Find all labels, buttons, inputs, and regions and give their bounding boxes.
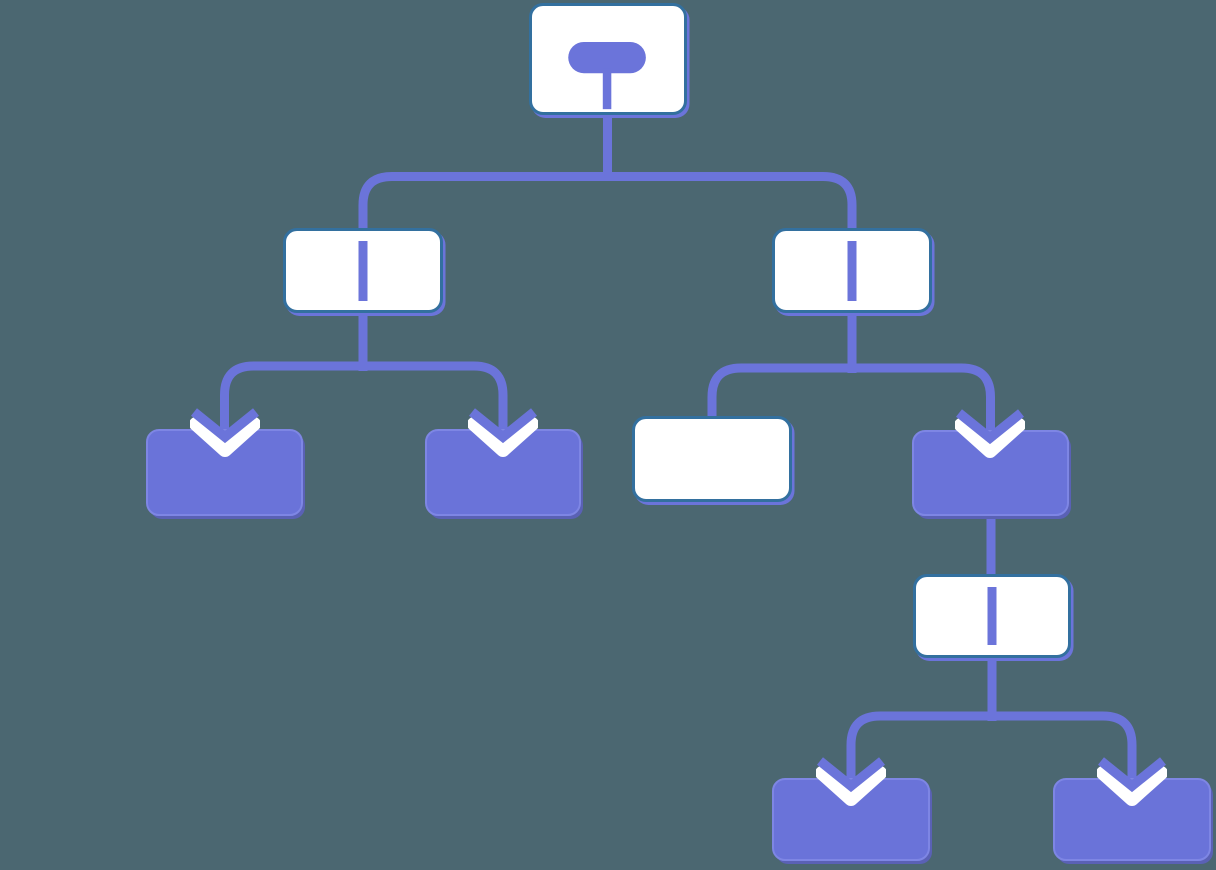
- double-chevron-down-icon: [468, 408, 538, 457]
- node-plain: [632, 416, 792, 502]
- text-line-placeholder: [987, 587, 997, 645]
- text-line-placeholder: [358, 240, 368, 301]
- double-chevron-down-icon: [955, 409, 1025, 458]
- node-branch-right: [772, 228, 932, 313]
- double-chevron-down-icon: [1097, 757, 1167, 806]
- text-line-placeholder: [847, 240, 857, 301]
- node-branch-bottom: [913, 574, 1071, 658]
- double-chevron-down-icon: [189, 408, 260, 457]
- connector-root-to-branches: [358, 172, 857, 229]
- node-branch-left: [283, 228, 443, 313]
- connector-branch-right-to-children: [707, 363, 995, 433]
- connector-branch-left-to-leaves: [220, 361, 508, 433]
- double-chevron-down-icon: [816, 757, 886, 806]
- root-pill-icon: [568, 41, 646, 110]
- connector-branch-bottom-to-leaves: [846, 711, 1137, 781]
- node-root: [529, 3, 687, 115]
